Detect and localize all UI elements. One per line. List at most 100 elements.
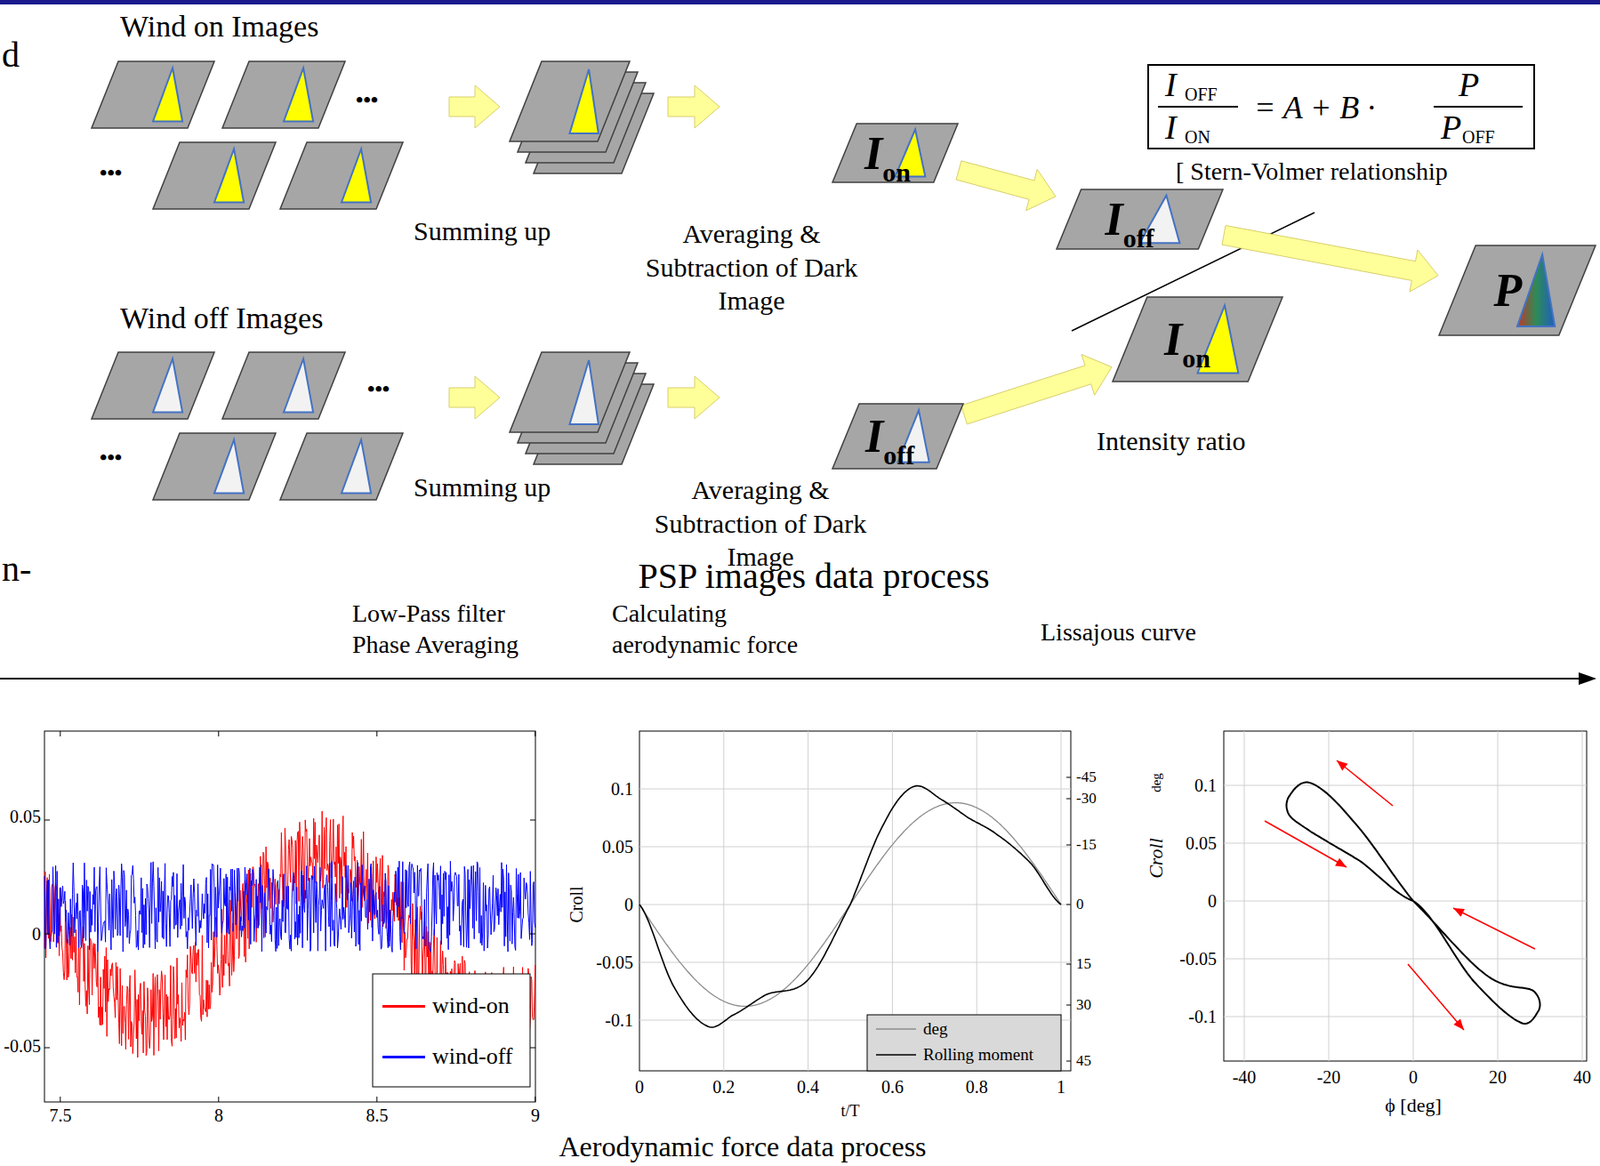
process-arrow [449,85,500,129]
equation-box: IOFFION= A + B ·PPOFF [1147,64,1536,150]
model-triangle [1517,254,1555,327]
text-label: -45 [1076,768,1097,787]
direction-arrow-head [1334,858,1347,868]
text-label: -0.05 [595,951,634,973]
flow-arrow [961,354,1112,425]
flow-arrow [956,160,1056,211]
tick [534,1096,536,1102]
image-frame [832,403,964,469]
legend-sample [876,1053,917,1056]
panel-text: P [1493,264,1522,317]
grid-line [1223,785,1587,787]
image-frame [280,433,403,500]
image-frame [1056,189,1223,250]
text-label: -30 [1076,789,1097,808]
text-label: -40 [1232,1066,1257,1088]
tick [59,731,61,737]
text-label: 15 [1076,955,1092,973]
legend-box [867,1014,1062,1071]
panel-text: Ioff [1105,192,1155,246]
text-label: ••• [99,160,122,186]
image-subscript: on [882,157,911,187]
process-axis-head [1578,672,1597,685]
legend-text: deg [923,1019,948,1040]
image-frame [152,433,276,500]
text-label: 0 [1408,1066,1418,1088]
text-label: Wind off Images [120,300,323,338]
legend-swatch [382,1005,426,1008]
plot-frame [639,731,1071,1071]
panel-text: Ion [1164,313,1211,366]
text-label: Aerodynamic force data process [558,1129,926,1164]
text-label: 0.05 [9,805,41,828]
tick [217,1096,219,1102]
text-label: -0.1 [1188,1005,1217,1028]
text-label: ••• [99,444,122,471]
grid-line [639,788,1071,790]
model-triangle [283,359,314,413]
process-arrow [449,376,500,419]
tick [534,731,536,737]
text-label: -20 [1317,1066,1342,1088]
tick [530,933,536,935]
legend-text: wind-off [432,1042,514,1070]
direction-arrow-head [1336,760,1348,771]
tick [59,1096,61,1102]
image-frame [91,61,215,129]
panel-text: Ioff [865,410,915,463]
text-label: -0.05 [3,1035,41,1057]
equation-term: = A + B · [1254,91,1375,124]
model-triangle [341,440,371,494]
image-subscript: off [1123,223,1155,253]
text-label: 8.5 [366,1104,389,1126]
image-symbol: I [1105,193,1124,245]
text-label: Lissajous curve [1040,617,1197,648]
model-triangle [1140,195,1181,244]
legend-text: Rolling moment [923,1045,1034,1066]
text-label: PSP images data process [637,554,989,598]
grid-line [1223,843,1587,845]
panel-text: Ion [864,127,911,180]
model-triangle [152,68,183,122]
text-label: 0 [32,923,41,945]
image-panel: Ioff [831,402,965,470]
image-frame [222,61,346,129]
tick [376,1096,378,1102]
image-frame [509,61,630,142]
process-arrow [667,376,720,419]
image-frame [91,352,215,419]
text-label: d [1,33,20,77]
model-triangle [214,440,244,494]
text-label: 9 [530,1104,540,1126]
tick [1066,964,1071,965]
grid-line [1244,731,1246,1062]
text-label: 8 [214,1104,224,1126]
image-panel: Ion [1111,296,1284,383]
text-label: Summing up [413,215,551,248]
equation-term: I [1165,110,1177,145]
direction-arrow [1407,964,1464,1030]
equation-term: ON [1184,128,1211,146]
equation-term: I [1165,67,1177,102]
fraction-bar [1433,105,1523,108]
text-label: 0.05 [1185,832,1217,854]
tick [530,820,536,821]
tick [44,1047,50,1049]
image-frame [1112,297,1283,382]
tick [1066,1061,1071,1062]
image-frame [152,142,276,210]
grid-line [639,962,1071,964]
grid-line [1223,1016,1587,1018]
wind-off-signal [44,860,536,952]
model-triangle [570,360,599,425]
text-label: Calculating aerodynamic force [611,597,844,660]
text-label: Intensity ratio [1096,425,1246,458]
model-triangle [1197,305,1239,374]
text-label: 0.2 [712,1076,735,1098]
text-label: deg [1148,772,1165,793]
image-panel: Ioff [1055,188,1224,250]
image-subscript: off [883,440,915,470]
process-axis [0,677,1582,680]
tick [44,933,50,935]
